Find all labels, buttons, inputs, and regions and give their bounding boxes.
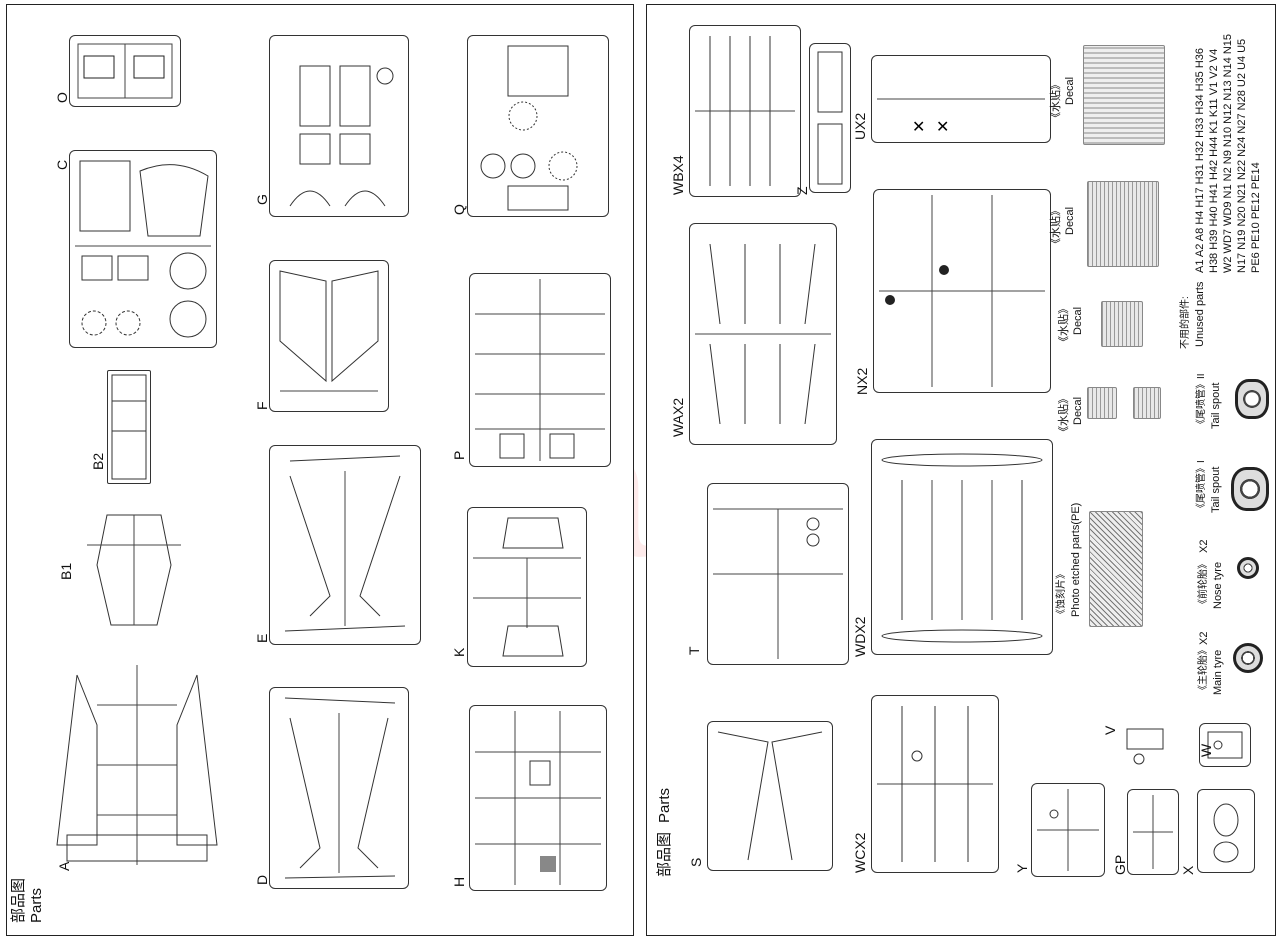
- tail-spout-1-en: Tail spout: [1210, 466, 1222, 513]
- unused-parts-line-2: H38 H39 H40 H41 H42 H44 K1 K11 V1 V2 V4: [1208, 48, 1220, 273]
- sprue-label-q: Q: [451, 204, 467, 215]
- sprue-label-e: E: [254, 633, 270, 643]
- sprue-wbx4: [689, 25, 801, 197]
- tail-spout-1-image: [1231, 467, 1269, 511]
- sprue-label-o: O: [54, 92, 70, 103]
- sprue-label-s: S: [688, 857, 704, 867]
- sprue-z: [809, 43, 851, 193]
- left-page: 部品图 Parts O C B2 B1 A G F E D Q P: [6, 4, 634, 936]
- unused-parts-line-1: A1 A2 A8 H4 H17 H31 H32 H33 H34 H35 H36: [1194, 47, 1206, 273]
- sprue-h: [469, 705, 607, 891]
- sprue-d: [269, 687, 409, 889]
- sprue-x: [1197, 789, 1255, 873]
- decal-sheet-2: [1087, 181, 1159, 267]
- sprue-s: [707, 721, 833, 871]
- sprue-label-t: T: [686, 646, 702, 655]
- sprue-label-h: H: [451, 876, 467, 887]
- sprue-label-wax2: WAX2: [670, 397, 686, 437]
- decal-4-en: Decal: [1072, 396, 1084, 425]
- sprue-ux2: ✕✕: [871, 55, 1051, 143]
- left-title-en: Parts: [28, 887, 45, 923]
- sprue-label-x: X: [1180, 865, 1196, 875]
- sprue-wcx2: [871, 695, 999, 873]
- svg-text:✕: ✕: [912, 119, 925, 136]
- sprue-e: [269, 445, 421, 645]
- unused-parts-cn: 不用的部件:: [1180, 296, 1191, 349]
- left-title-cn: 部品图: [10, 877, 27, 923]
- sprue-label-c: C: [54, 159, 70, 170]
- sprue-y: [1031, 783, 1105, 877]
- sprue-w: [1199, 723, 1251, 767]
- main-tyre-cn: 《主轮胎》: [1198, 645, 1209, 695]
- sprue-label-nx2: NX2: [854, 367, 870, 395]
- sprue-label-wdx2: WDX2: [852, 616, 868, 657]
- photo-etched-sheet: [1089, 511, 1143, 627]
- sprue-a: [47, 665, 227, 865]
- tail-spout-1-cn: 《尾喷管》I: [1196, 460, 1207, 513]
- right-title-cn: 部品图: [656, 831, 673, 877]
- sprue-k: [467, 507, 587, 667]
- sprue-label-wbx4: WBX4: [670, 155, 686, 195]
- main-tyre-en: Main tyre: [1212, 649, 1224, 695]
- decal-sheet-1: [1083, 45, 1165, 145]
- tail-spout-2-cn: 《尾喷管》II: [1196, 373, 1207, 429]
- sprue-b2: [107, 370, 151, 484]
- unused-parts-line-3: W2 WD7 WD9 N1 N2 N9 N10 N12 N13 N14 N15: [1222, 33, 1234, 273]
- decal-1-cn: 《水贴》: [1050, 79, 1062, 123]
- sprue-q: [467, 35, 609, 217]
- sprue-o: [69, 35, 181, 107]
- sprue-gp: [1127, 789, 1179, 875]
- unused-parts-en: Unused parts: [1194, 281, 1206, 347]
- main-tyre-qty: X2: [1198, 631, 1210, 645]
- nose-tyre-en: Nose tyre: [1212, 561, 1224, 609]
- right-title-en: Parts: [656, 787, 673, 823]
- sprue-label-ux2: UX2: [852, 112, 868, 140]
- sprue-label-wcx2: WCX2: [852, 832, 868, 873]
- photo-etched-cn: 《蚀刻片》: [1056, 569, 1067, 619]
- tail-spout-2-image: [1235, 379, 1269, 419]
- sprue-b1: [87, 505, 181, 631]
- decal-4-cn: 《水贴》: [1058, 393, 1070, 437]
- decal-2-en: Decal: [1064, 206, 1076, 235]
- svg-text:✕: ✕: [936, 119, 949, 136]
- sprue-label-gp: GP: [1112, 854, 1128, 875]
- sprue-label-d: D: [254, 874, 270, 885]
- decal-sheet-5: [1133, 387, 1161, 419]
- sprue-label-z: Z: [794, 186, 810, 195]
- sprue-label-k: K: [451, 647, 467, 657]
- tail-spout-2-en: Tail spout: [1210, 382, 1222, 429]
- sprue-v: [1121, 721, 1169, 767]
- nose-tyre-qty: X2: [1198, 539, 1210, 553]
- sprue-label-y: Y: [1014, 863, 1030, 873]
- sprue-label-v: V: [1102, 725, 1118, 735]
- sprue-c: [69, 150, 217, 348]
- sprue-wdx2: [871, 439, 1053, 655]
- sprue-t: [707, 483, 849, 665]
- sprue-p: [469, 273, 611, 467]
- photo-etched-en: Photo etched parts(PE): [1070, 502, 1082, 617]
- unused-parts-line-4: N17 N19 N20 N21 N22 N24 N27 N28 U2 U4 U5: [1236, 38, 1248, 273]
- sprue-label-p: P: [451, 450, 467, 460]
- decal-3-cn: 《水贴》: [1058, 303, 1070, 347]
- sprue-label-f: F: [254, 401, 270, 410]
- sprue-label-a: A: [56, 861, 72, 871]
- nose-tyre-cn: 《前轮胎》: [1198, 559, 1209, 609]
- right-page: 部品图 Parts WBX4 WAX2 T S Z ✕✕ UX2 NX2 WDX…: [646, 4, 1276, 936]
- decal-2-cn: 《水贴》: [1050, 205, 1062, 249]
- sprue-label-w: W: [1198, 743, 1214, 757]
- sprue-label-b2: B2: [90, 452, 106, 470]
- decal-1-en: Decal: [1064, 76, 1076, 105]
- decal-3-en: Decal: [1072, 306, 1084, 335]
- sprue-wax2: [689, 223, 837, 445]
- sprue-g: [269, 35, 409, 217]
- sprue-nx2: [873, 189, 1051, 393]
- decal-sheet-3: [1101, 301, 1143, 347]
- sprue-label-b1: B1: [58, 562, 74, 580]
- sprue-label-g: G: [254, 194, 270, 205]
- unused-parts-line-5: PE6 PE10 PE12 PE14: [1250, 162, 1262, 273]
- main-tyre-image: [1233, 643, 1263, 673]
- nose-tyre-image: [1237, 557, 1259, 579]
- decal-sheet-4: [1087, 387, 1117, 419]
- sprue-f: [269, 260, 389, 412]
